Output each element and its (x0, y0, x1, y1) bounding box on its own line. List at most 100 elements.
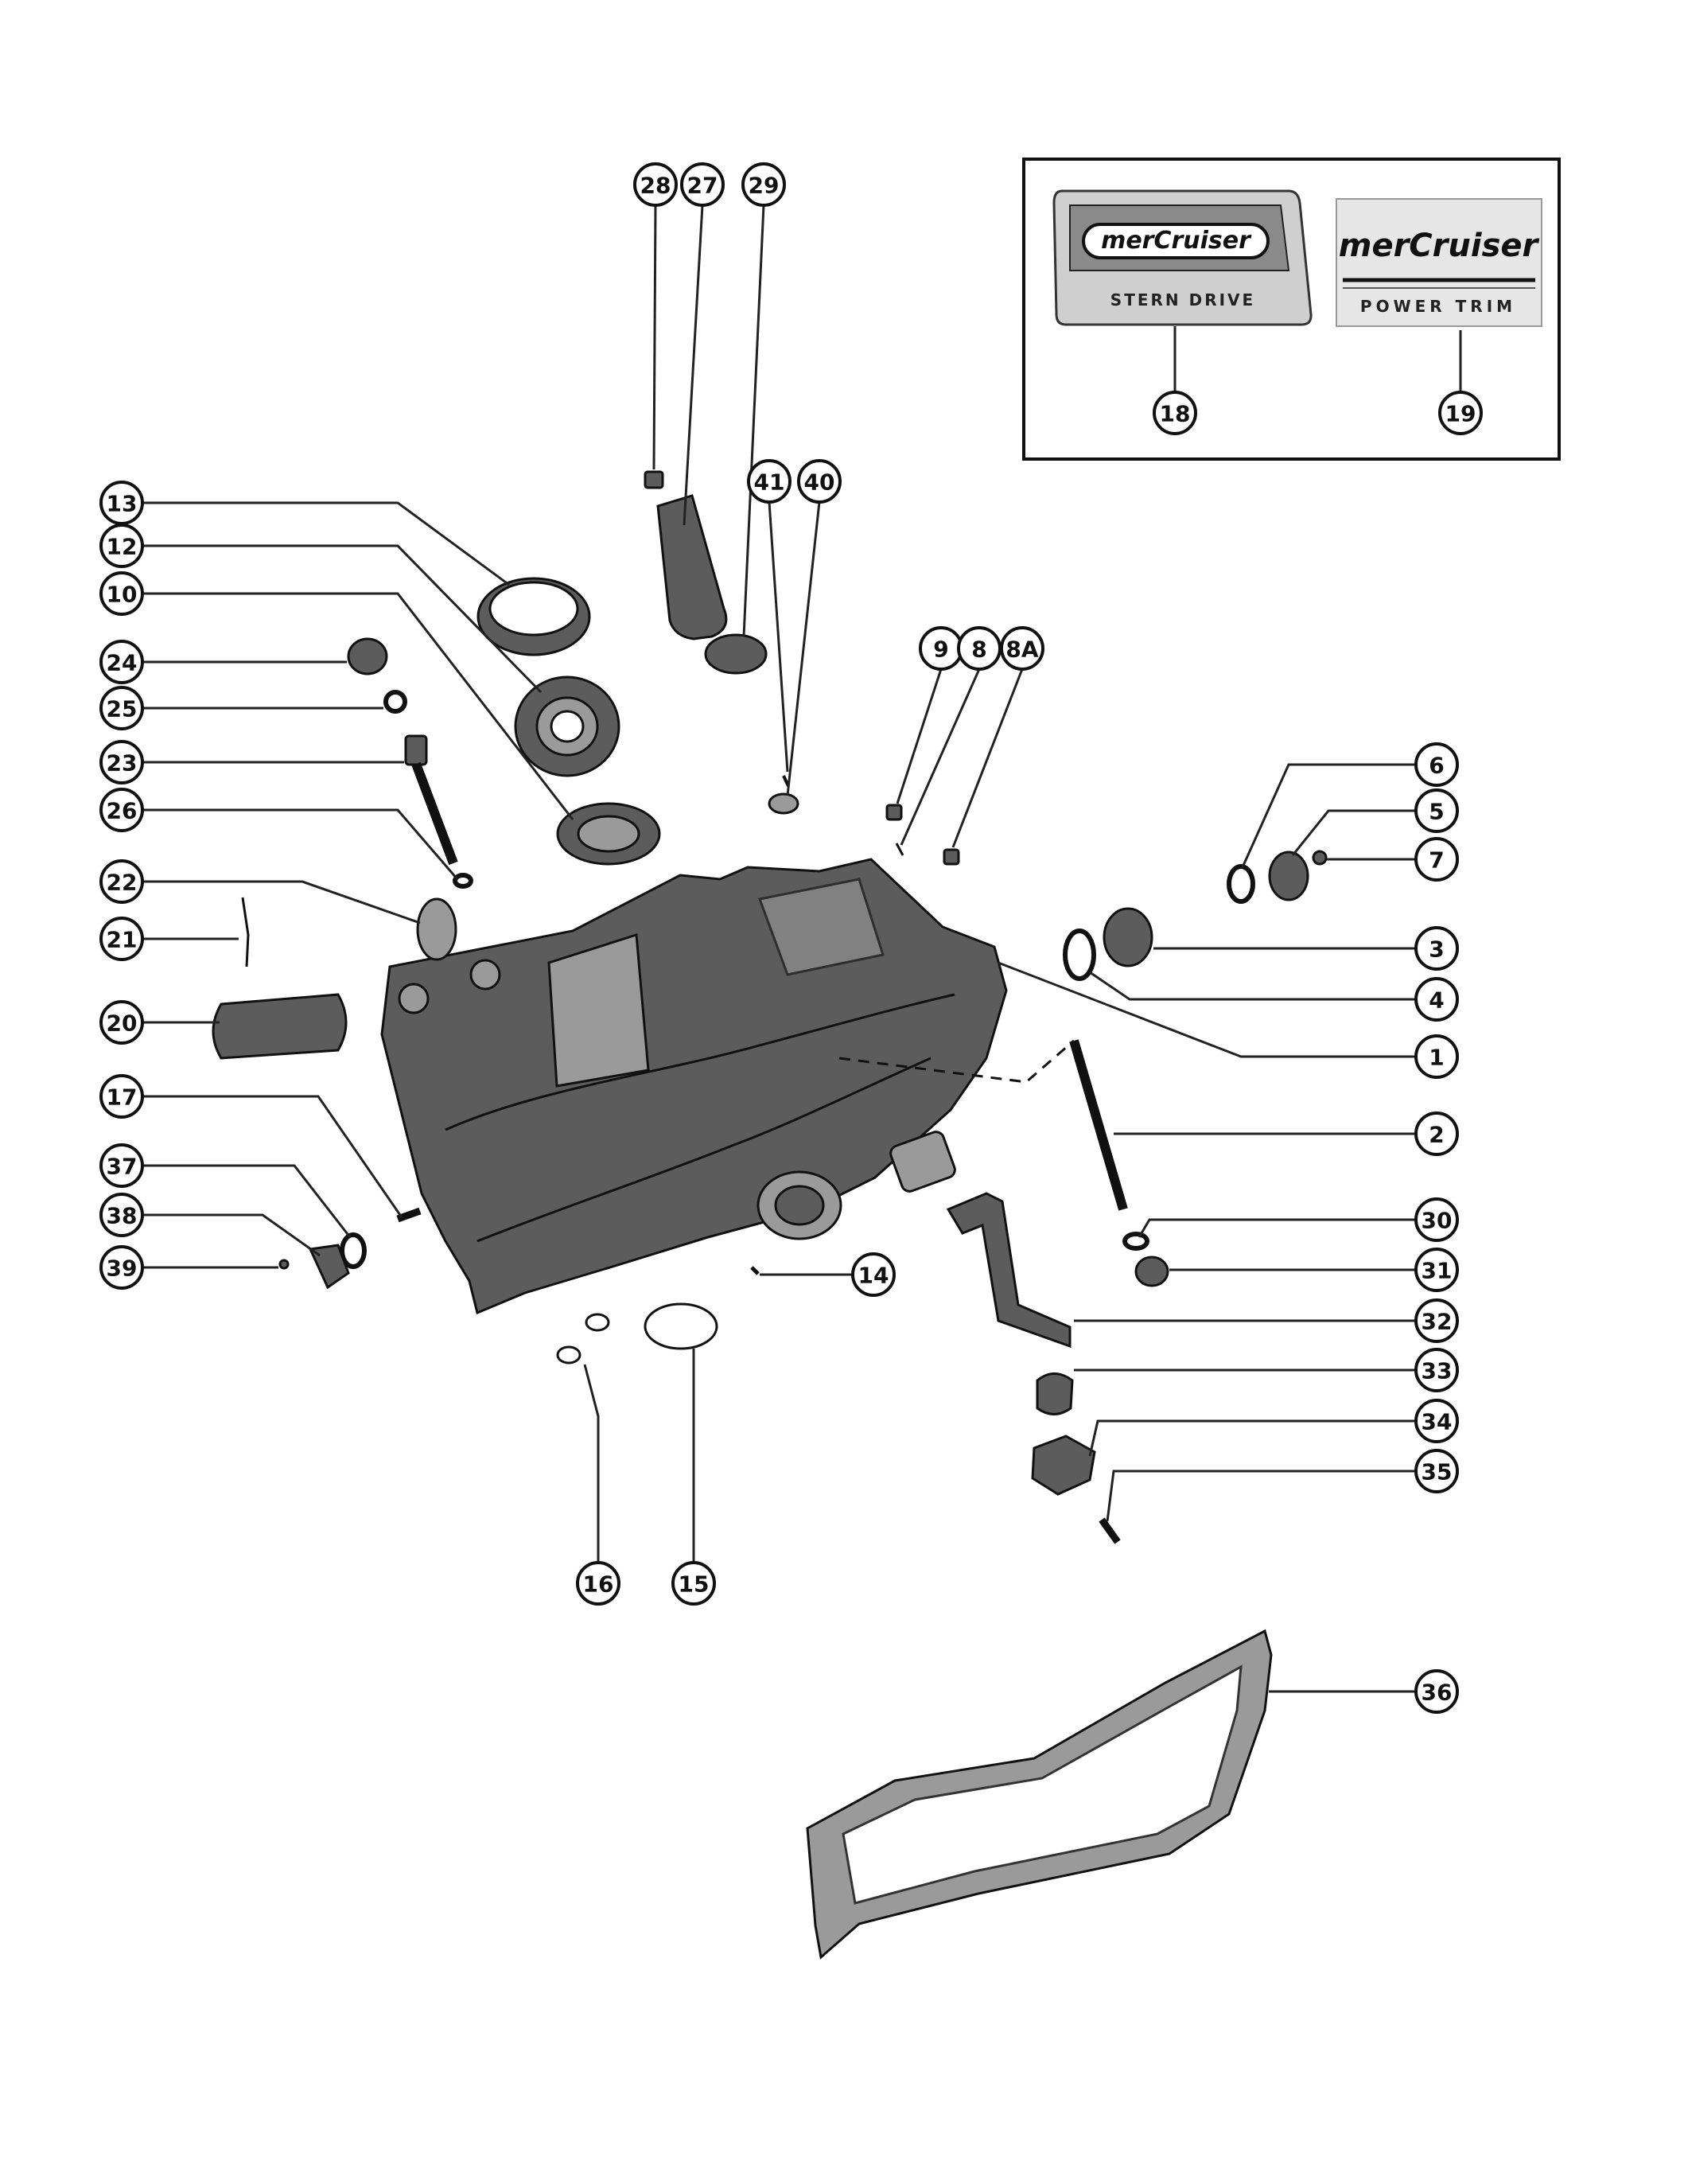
nut-31-part (1134, 1256, 1169, 1287)
leader-line-6 (1241, 763, 1416, 868)
callout-24: 24 (99, 640, 144, 684)
callout-label: 6 (1429, 753, 1444, 779)
leader-line-13 (143, 501, 510, 586)
leader-line-37 (143, 1164, 352, 1238)
callout-12: 12 (99, 524, 144, 568)
callout-2: 2 (1414, 1111, 1459, 1156)
callout-label: 4 (1429, 987, 1444, 1014)
plate-38-part (308, 1244, 350, 1290)
leader-line-5 (1291, 809, 1416, 856)
callout-label: 23 (107, 750, 138, 777)
callout-label: 20 (107, 1010, 138, 1037)
leader-line-30 (1138, 1218, 1416, 1238)
callout-38: 38 (99, 1193, 144, 1237)
callout-label: 9 (933, 637, 948, 663)
callout-label: 7 (1429, 847, 1444, 874)
callout-circle (633, 162, 678, 207)
washer-40-part (768, 792, 799, 815)
decal-inset: merCruiser STERN DRIVE merCruiser POWER … (1022, 158, 1561, 461)
callout-5: 5 (1414, 788, 1459, 833)
callout-label: 29 (749, 173, 780, 199)
callout-17: 17 (99, 1074, 144, 1119)
washer-part (383, 690, 407, 714)
callout-label: 38 (107, 1203, 138, 1229)
screw-7-part (1312, 850, 1328, 866)
callout-circle (680, 162, 725, 207)
callout-label: 13 (107, 491, 138, 517)
callout-8a: 8A (1000, 626, 1044, 671)
callout-15: 15 (671, 1561, 716, 1606)
ring-6-part (1227, 864, 1255, 904)
callout-25: 25 (99, 686, 144, 730)
leader-line-1 (998, 961, 1416, 1058)
leader-line-9 (896, 668, 943, 804)
callout-34: 34 (1414, 1399, 1459, 1443)
callout-circle (1414, 1298, 1459, 1343)
callout-circle (741, 162, 786, 207)
callout-label: 3 (1429, 936, 1444, 963)
callout-label: 12 (107, 534, 138, 560)
callout-label: 8A (1005, 637, 1038, 663)
callout-circle (99, 1074, 144, 1119)
callout-circle (1438, 391, 1483, 435)
callout-10: 10 (99, 571, 144, 616)
callout-label: 35 (1422, 1459, 1453, 1485)
decal-stern-drive: merCruiser STERN DRIVE (1052, 189, 1313, 326)
decal-power-trim-logo: merCruiser (1339, 228, 1540, 264)
callout-6: 6 (1414, 742, 1459, 787)
callout-circle (1414, 788, 1459, 833)
callout-30: 30 (1414, 1197, 1459, 1242)
callout-39: 39 (99, 1245, 144, 1290)
bell-housing-part (380, 858, 1008, 1315)
callout-22: 22 (99, 859, 144, 904)
fitting-8a-part (943, 848, 960, 866)
callout-41: 41 (747, 459, 791, 504)
callout-label: 27 (687, 173, 718, 199)
callout-23: 23 (99, 740, 144, 784)
callout-label: 2 (1429, 1122, 1444, 1148)
tube-part (946, 1192, 1072, 1349)
callout-label: 17 (107, 1084, 138, 1111)
callout-label: 37 (107, 1154, 138, 1180)
callout-circle (1414, 837, 1459, 882)
callout-circle (1414, 977, 1459, 1022)
callout-circle (1414, 1669, 1459, 1714)
callout-28: 28 (633, 162, 678, 207)
screw-39-part (278, 1259, 290, 1270)
callout-circle (1000, 626, 1044, 671)
callout-circle (99, 640, 144, 684)
bushing-part (416, 897, 457, 961)
callout-label: 33 (1422, 1358, 1453, 1384)
callout-circle (1153, 391, 1197, 435)
decal-stern-drive-logo: merCruiser (1101, 227, 1252, 255)
callout-label: 10 (107, 582, 138, 608)
fitting-8-part (895, 843, 904, 856)
bushing-33-part (1036, 1372, 1074, 1415)
callout-label: 31 (1422, 1258, 1453, 1284)
o-ring-16b-part (556, 1345, 581, 1365)
leader-line-28 (652, 204, 657, 470)
callout-label: 22 (107, 870, 138, 896)
callout-31: 31 (1414, 1248, 1459, 1292)
callout-circle (671, 1561, 716, 1606)
callout-circle (1414, 1449, 1459, 1493)
leader-line-38 (143, 1213, 321, 1257)
o-ring-part (453, 873, 473, 889)
clamp-ring-part (704, 633, 768, 675)
leader-line-26 (143, 808, 459, 880)
leader-line-29 (742, 204, 765, 637)
cover-34-part (1031, 1435, 1096, 1496)
screw-14-part (750, 1266, 760, 1275)
callout-7: 7 (1414, 837, 1459, 882)
pivot-pin-part (212, 993, 348, 1060)
callout-14: 14 (851, 1252, 896, 1297)
leader-line-8 (900, 668, 981, 846)
washer-30-part (1122, 1232, 1149, 1251)
bolt-part (404, 734, 458, 866)
callout-19: 19 (1438, 391, 1483, 435)
callout-circle (99, 571, 144, 616)
bearing-part (514, 675, 620, 777)
callout-circle (1414, 1034, 1459, 1079)
